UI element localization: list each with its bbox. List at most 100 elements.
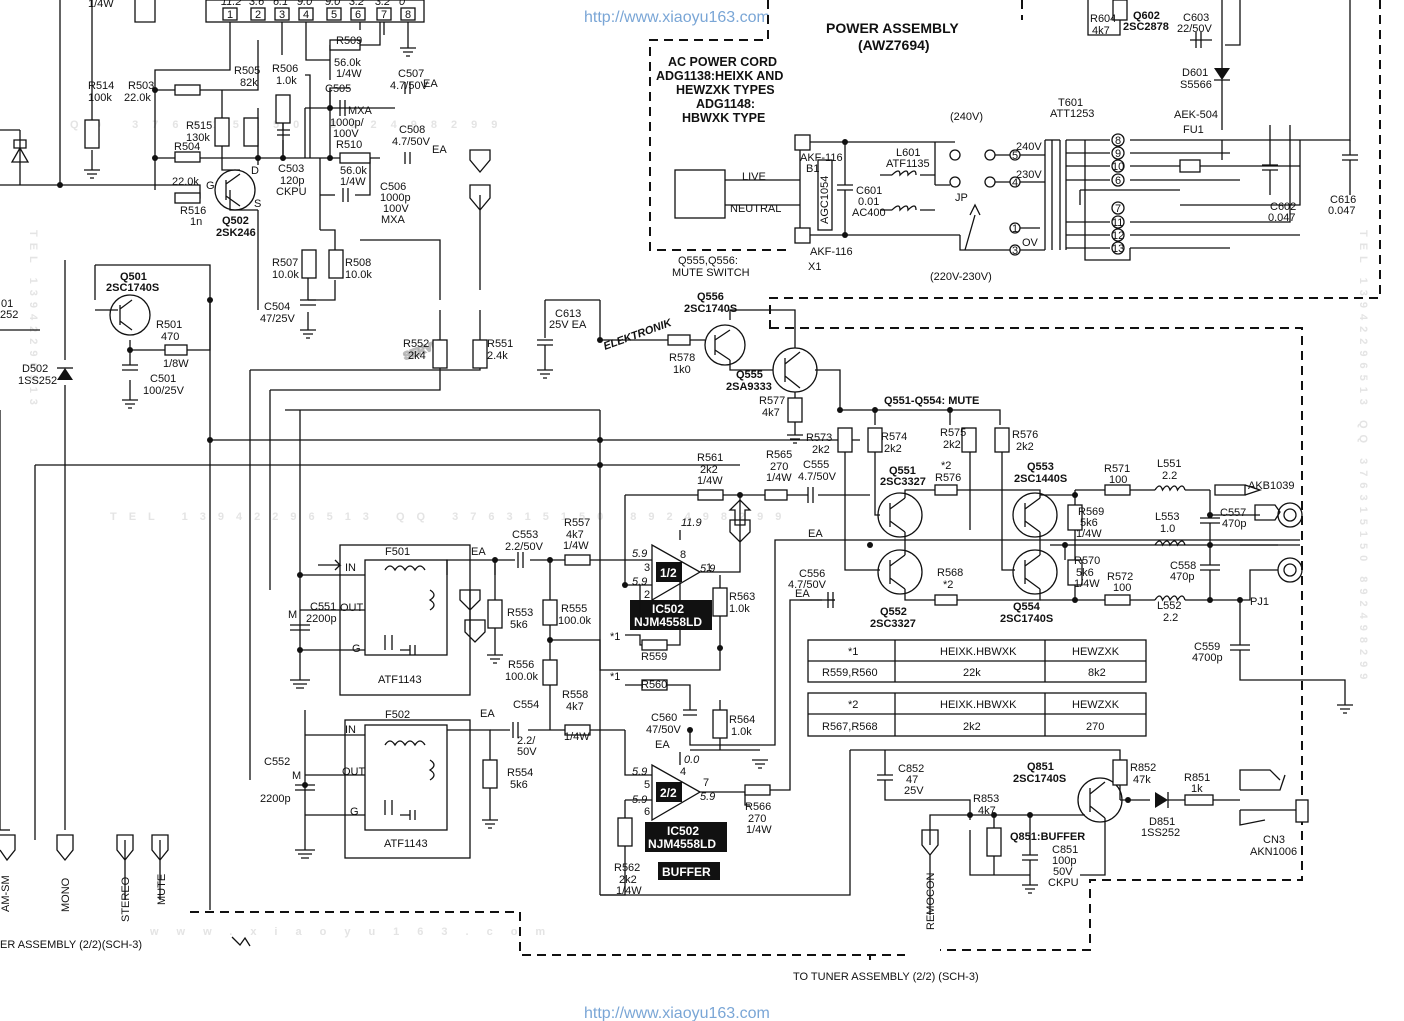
r565-watt: 1/4W — [766, 472, 792, 484]
r510-ref: R510 — [336, 139, 362, 151]
junction-dot — [547, 637, 553, 643]
junction-dot — [1237, 597, 1243, 603]
r515-val: 130k — [186, 132, 210, 144]
r566-watt: 1/4W — [746, 824, 772, 836]
c505-val: 1000p/ — [330, 117, 365, 129]
r576-val: 2k2 — [1016, 441, 1034, 453]
r555-val: 100.0k — [558, 615, 592, 627]
cap-c508 — [404, 152, 411, 164]
ic-pin-voltage: 9.0 — [325, 0, 341, 8]
junction-dot — [717, 645, 723, 651]
r571-ref: R571 — [1104, 463, 1130, 475]
c616-ref: C616 — [1330, 194, 1356, 206]
r507-ref: R507 — [272, 257, 298, 269]
c504-val: 47/25V — [260, 313, 296, 325]
labels: POWER ASSEMBLY (AWZ7694) AC POWER CORD A… — [0, 10, 1356, 983]
r557-val: 4k7 — [566, 529, 584, 541]
ic-pin-number: 7 — [381, 9, 387, 21]
r506-ref: R506 — [272, 63, 298, 75]
c553-val: 2.2/50V — [505, 541, 544, 553]
junction-dot — [1027, 812, 1033, 818]
f501-out: OUT — [340, 602, 364, 614]
connector-am-sm: AM-SM — [0, 875, 12, 912]
r506-val: 1.0k — [276, 75, 297, 87]
diode-d851 — [1155, 792, 1168, 808]
b1: B1 — [806, 163, 819, 175]
c554-val: 2.2/ — [517, 735, 536, 747]
filter-resistors — [482, 554, 591, 789]
jp-pin-number: 4 — [1012, 177, 1018, 189]
ic502-vouta: 5.9 — [700, 563, 715, 575]
r578-ref: R578 — [669, 352, 695, 364]
c560-val: 47/50V — [646, 724, 682, 736]
r566-val: 270 — [748, 813, 766, 825]
junction-dot — [597, 437, 603, 443]
r552-val: 2k4 — [408, 350, 426, 362]
junction-dot — [622, 582, 628, 588]
c603-ref: C603 — [1183, 12, 1209, 24]
power-assembly-code: (AWZ7694) — [858, 37, 930, 53]
d502-val: 1SS252 — [18, 375, 57, 387]
l601-ref: L601 — [896, 147, 920, 159]
table-star2 — [807, 692, 1147, 737]
transformer-pin — [1111, 133, 1125, 147]
resistor-r553 — [487, 599, 503, 629]
c613-val: 25V EA — [549, 319, 587, 331]
r557-ref: R557 — [564, 517, 590, 529]
c505-type: MXA — [348, 105, 373, 117]
r852-ref: R852 — [1130, 762, 1156, 774]
buffer-label-box — [658, 862, 720, 880]
ic-pin-number: 4 — [303, 9, 309, 21]
top-ic: 111.223.636.149.059.063.273.280 — [205, 0, 425, 23]
r572-val: 100 — [1113, 582, 1131, 594]
r515-ref: R515 — [186, 120, 212, 132]
r509-ref: R509 — [336, 35, 362, 47]
ic502-vsupply: 11.9 — [681, 517, 702, 529]
r562-val: 2k2 — [619, 874, 637, 886]
c602-val: 0.047 — [1268, 212, 1296, 224]
f502-val: ATF1143 — [384, 838, 428, 850]
arrow-a — [729, 519, 751, 543]
v240-top: (240V) — [950, 111, 983, 123]
coil-l601 — [891, 170, 917, 212]
resistor-r851 — [1184, 794, 1214, 806]
ic-pin-box — [222, 7, 238, 21]
coil-l552 — [1154, 595, 1186, 602]
resistor-r555 — [542, 599, 558, 626]
resistor-r578 — [667, 334, 691, 346]
r577-ref: R577 — [759, 395, 785, 407]
r516-ref: R516 — [180, 205, 206, 217]
junction-dot — [207, 297, 213, 303]
resistor-r556 — [542, 659, 558, 686]
junction-dot — [1062, 542, 1068, 548]
resistor-r515 — [214, 117, 230, 147]
resistor-r552 — [432, 339, 448, 369]
r574-ref: R574 — [881, 431, 907, 443]
mute-switch — [537, 299, 1001, 444]
junction-dot — [967, 812, 973, 818]
r509-val: 56.0k — [334, 57, 361, 69]
transformer-pin-number: 10 — [1112, 161, 1124, 173]
left-partial-1: 01 — [1, 298, 13, 310]
coil-l553 — [1154, 540, 1186, 547]
l601-val: ATF1135 — [886, 158, 930, 170]
q851-buffer — [600, 749, 1309, 896]
table1-c2: 8k2 — [1088, 667, 1106, 679]
r575-ref: R575 — [940, 427, 966, 439]
watermark-url-bottom: http://www.xiaoyu163.com — [584, 1005, 770, 1021]
resistor-r557 — [564, 554, 591, 566]
ic502-pin4: 4 — [680, 766, 686, 778]
junction-dot — [207, 437, 213, 443]
junction-dot — [302, 782, 308, 788]
transformer-pin — [1111, 241, 1125, 255]
f502-in: IN — [345, 724, 356, 736]
akb1039: AKB1039 — [1248, 480, 1294, 492]
v0: OV — [1022, 237, 1039, 249]
resistor-r574 — [867, 427, 883, 453]
r604-val: 4k7 — [1092, 25, 1110, 37]
ic502-pin5b: 5 — [644, 779, 650, 791]
q551-ref: Q551 — [889, 465, 916, 477]
r503-ref: R503 — [128, 80, 154, 92]
ic-pin-number: 6 — [355, 9, 361, 21]
